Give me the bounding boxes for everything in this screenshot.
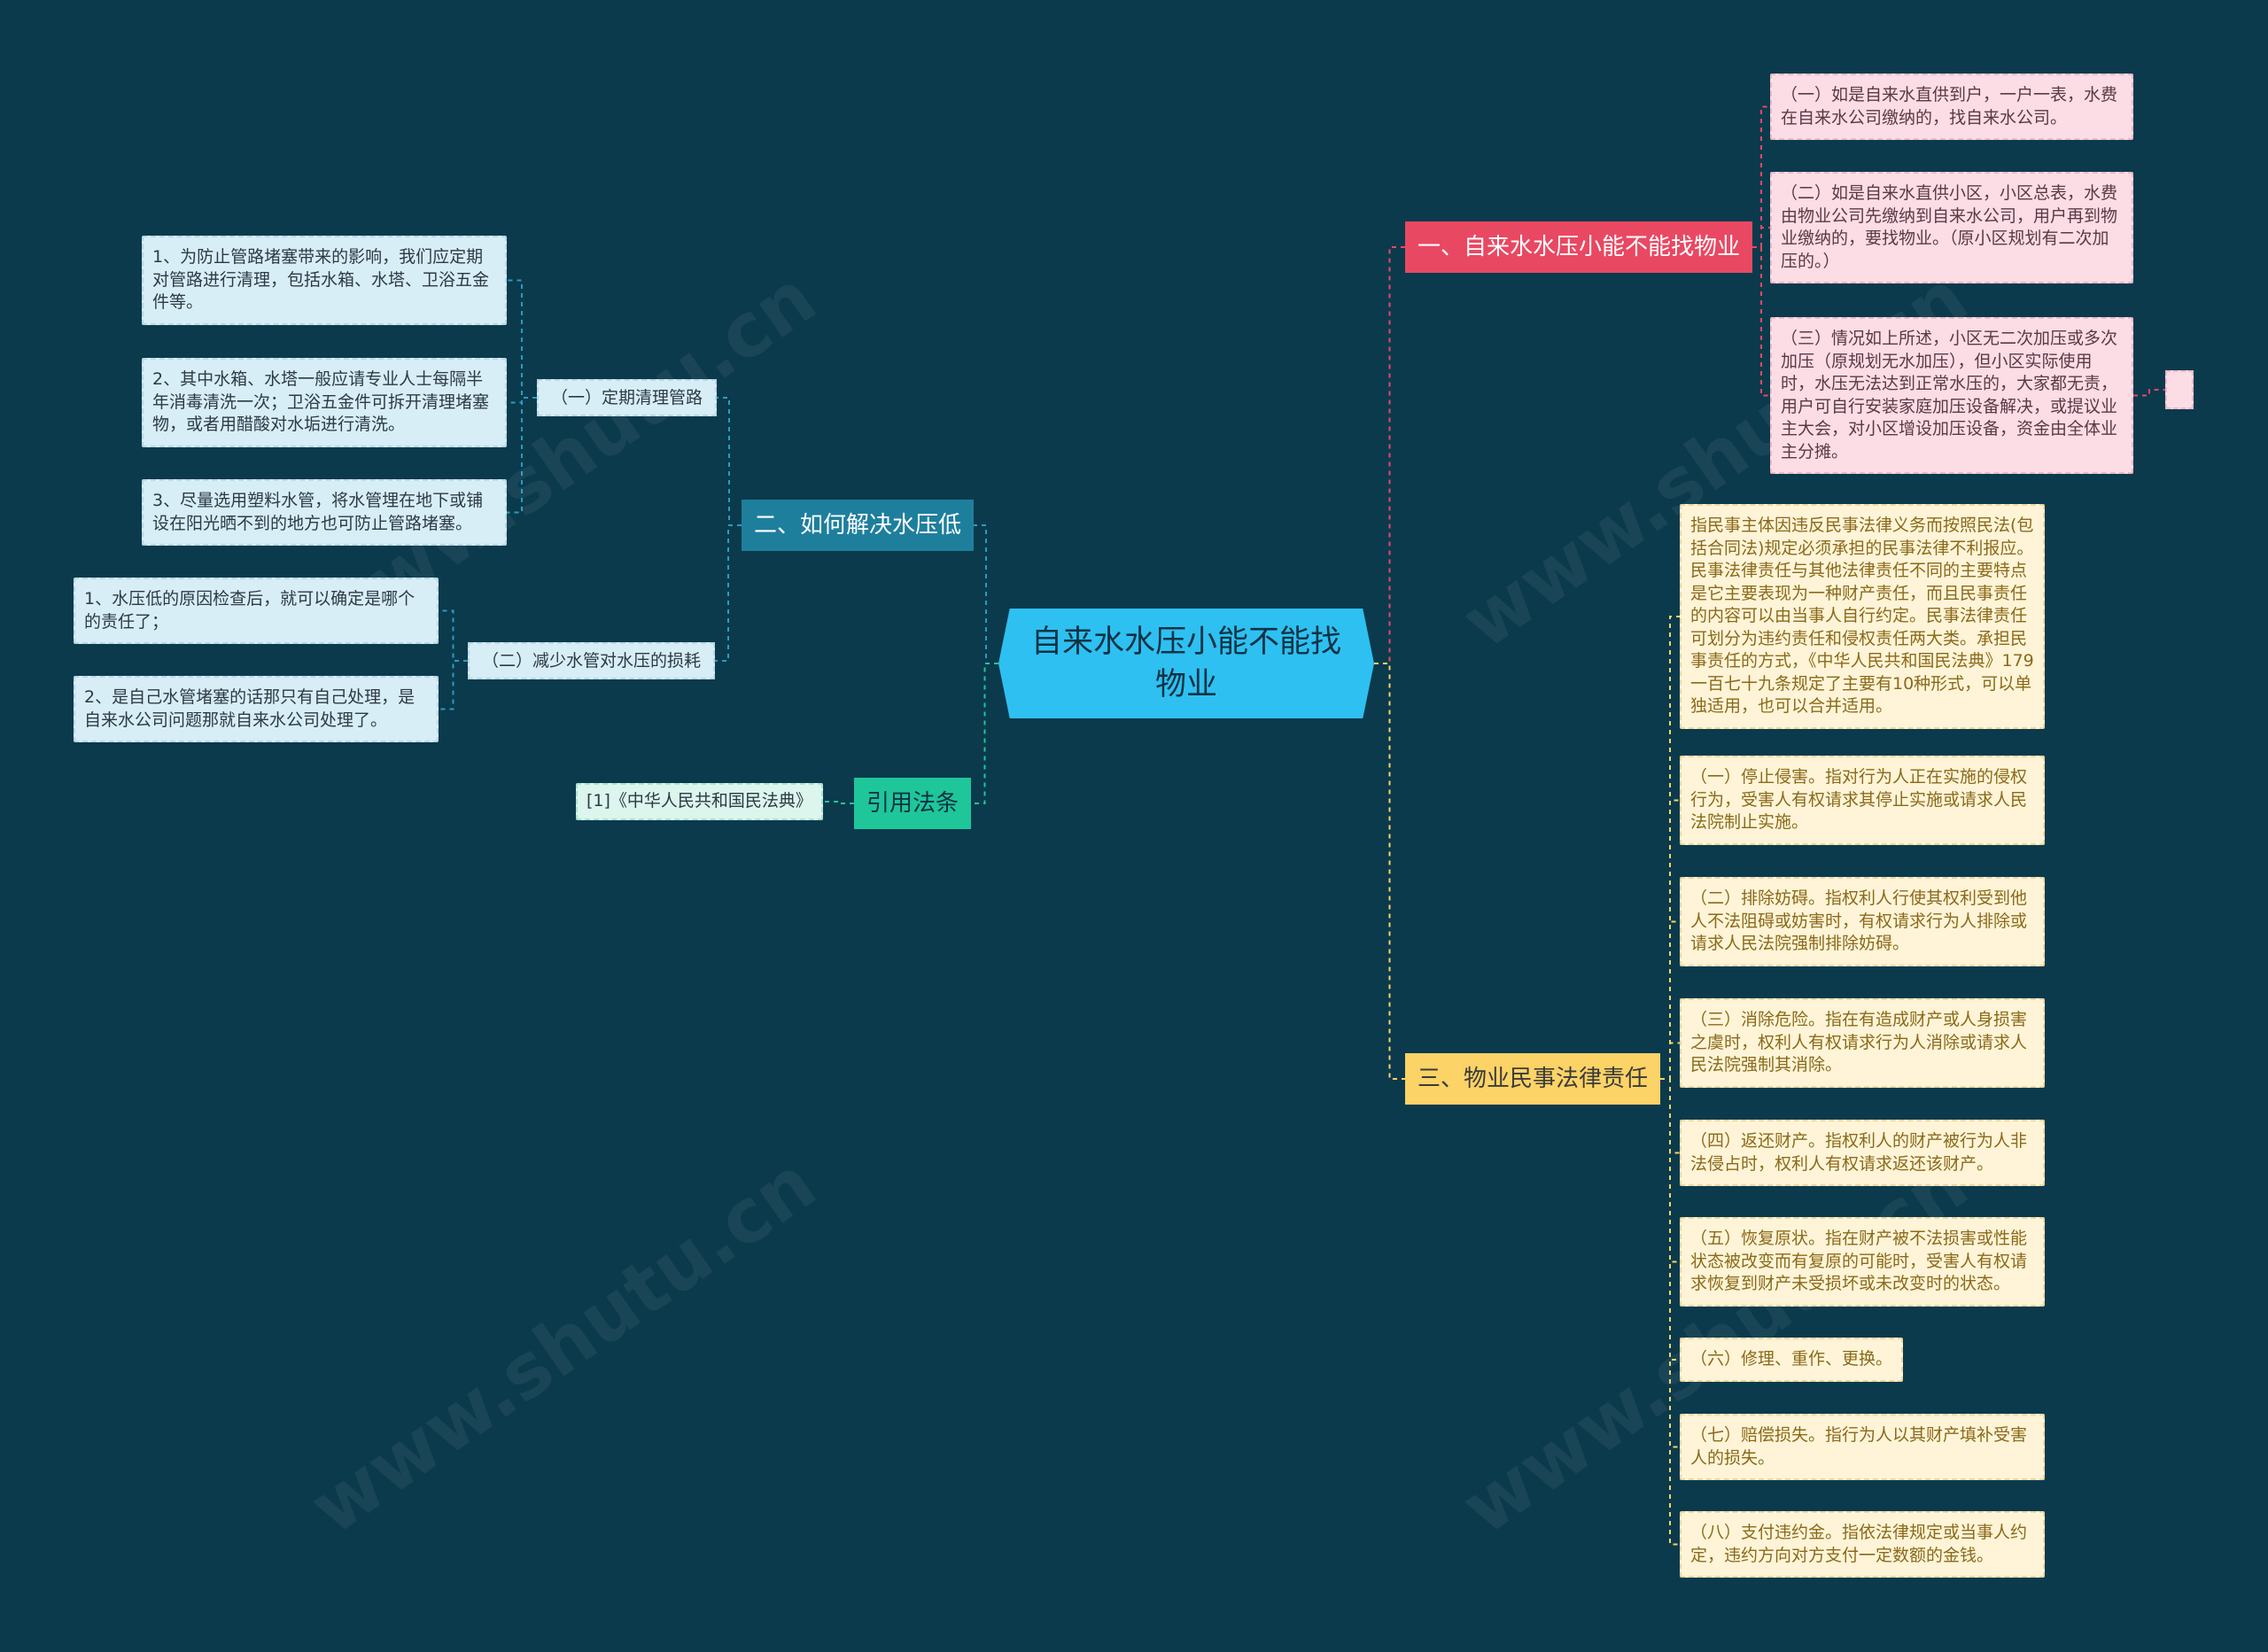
leaf-repair-replace[interactable]: （六）修理、重作、更换。 bbox=[1680, 1338, 1904, 1382]
connector bbox=[717, 397, 742, 526]
connector bbox=[1660, 1078, 1680, 1448]
leaf-text: （四）返还财产。指权利人的财产被行为人非法侵占时，权利人有权请求返还该财产。 bbox=[1690, 1131, 2028, 1174]
leaf-direct-supply[interactable]: （一）如是自来水直供到户，一户一表，水费在自来水公司缴纳的，找自来水公司。 bbox=[1770, 74, 2133, 140]
connector bbox=[1660, 799, 1680, 1080]
connector bbox=[1374, 663, 1405, 1080]
leaf-text: 2、是自己水管堵塞的话那只有自己处理，是自来水公司问题那就自来水公司处理了。 bbox=[84, 687, 416, 730]
leaf-text: （一）如是自来水直供到户，一户一表，水费在自来水公司缴纳的，找自来水公司。 bbox=[1781, 85, 2118, 128]
leaf-liability-definition[interactable]: 指民事主体因违反民事法律义务而按照民法(包括合同法)规定必须承担的民事法律不利报… bbox=[1680, 504, 2045, 729]
leaf-eliminate-danger[interactable]: （三）消除危险。指在有造成财产或人身损害之虞时，权利人有权请求行为人消除或请求人… bbox=[1680, 998, 2045, 1088]
connector bbox=[1660, 920, 1680, 1080]
connector bbox=[1752, 246, 1770, 397]
connector bbox=[507, 279, 537, 399]
branch-label: 二、如何解决水压低 bbox=[754, 512, 962, 539]
connector bbox=[1374, 246, 1405, 664]
leaf-text: （三）消除危险。指在有造成财产或人身损害之虞时，权利人有权请求行为人消除或请求人… bbox=[1690, 1010, 2028, 1074]
leaf-text: 指民事主体因违反民事法律义务而按照民法(包括合同法)规定必须承担的民事法律不利报… bbox=[1690, 516, 2034, 716]
connector bbox=[823, 801, 854, 804]
leaf-text: （七）赔偿损失。指行为人以其财产填补受害人的损失。 bbox=[1690, 1425, 2028, 1468]
sub-reduce-loss[interactable]: （二）减少水管对水压的损耗 bbox=[468, 642, 716, 679]
leaf-text: （八）支付违约金。指依法律规定或当事人约定，违约方向对方支付一定数额的金钱。 bbox=[1690, 1523, 2028, 1565]
branch-cited-law[interactable]: 引用法条 bbox=[854, 778, 972, 829]
leaf-text: 1、水压低的原因检查后，就可以确定是哪个的责任了； bbox=[84, 589, 416, 632]
leaf-civil-code[interactable]: [1]《中华人民共和国民法典》 bbox=[576, 783, 823, 820]
branch-label: 引用法条 bbox=[866, 790, 959, 817]
leaf-clean-pipes-1[interactable]: 1、为防止管路堵塞带来的影响，我们应定期对管路进行清理，包括水箱、水塔、卫浴五金… bbox=[142, 236, 507, 325]
leaf-text: 1、为防止管路堵塞带来的影响，我们应定期对管路进行清理，包括水箱、水塔、卫浴五金… bbox=[152, 247, 490, 312]
branch-solve-low-pressure[interactable]: 二、如何解决水压低 bbox=[742, 500, 975, 551]
leaf-text: （五）恢复原状。指在财产被不法损害或性能状态被改变而有复原的可能时，受害人有权请… bbox=[1690, 1229, 2028, 1293]
connector bbox=[1660, 1078, 1680, 1546]
leaf-stop-infringement[interactable]: （一）停止侵害。指对行为人正在实施的侵权行为，受害人有权请求其停止实施或请求人民… bbox=[1680, 756, 2045, 845]
connector bbox=[439, 609, 468, 662]
connector bbox=[1752, 227, 1770, 248]
branch-label: 一、自来水水压小能不能找物业 bbox=[1418, 234, 1741, 260]
connector bbox=[974, 524, 998, 664]
center-topic-label: 自来水水压小能不能找物业 bbox=[1030, 624, 1341, 702]
leaf-liquidated-damages[interactable]: （八）支付违约金。指依法律规定或当事人约定，违约方向对方支付一定数额的金钱。 bbox=[1680, 1511, 2045, 1578]
sub-label: （一）定期清理管路 bbox=[551, 388, 703, 407]
leaf-clean-pipes-3[interactable]: 3、尽量选用塑料水管，将水管埋在地下或铺设在阳光晒不到的地方也可防止管路堵塞。 bbox=[142, 479, 507, 546]
leaf-remove-obstruction[interactable]: （二）排除妨碍。指权利人行使其权利受到他人不法阻碍或妨害时，有权请求行为人排除或… bbox=[1680, 877, 2045, 966]
sub-clean-pipes[interactable]: （一）定期清理管路 bbox=[537, 379, 718, 416]
branch-label: 三、物业民事法律责任 bbox=[1418, 1066, 1649, 1092]
branch-civil-liability[interactable]: 三、物业民事法律责任 bbox=[1405, 1053, 1661, 1105]
leaf-text: （二）排除妨碍。指权利人行使其权利受到他人不法阻碍或妨害时，有权请求行为人排除或… bbox=[1690, 888, 2028, 953]
leaf-no-secondary-pressure[interactable]: （三）情况如上所述，小区无二次加压或多次加压（原规划无水加压），但小区实际使用时… bbox=[1770, 317, 2133, 474]
leaf-compensate-loss[interactable]: （七）赔偿损失。指行为人以其财产填补受害人的损失。 bbox=[1680, 1414, 2045, 1480]
connector bbox=[971, 663, 998, 804]
leaf-return-property[interactable]: （四）返还财产。指权利人的财产被行为人非法侵占时，权利人有权请求返还该财产。 bbox=[1680, 1120, 2045, 1186]
leaf-text: 3、尽量选用塑料水管，将水管埋在地下或铺设在阳光晒不到的地方也可防止管路堵塞。 bbox=[152, 491, 484, 533]
connector bbox=[507, 397, 537, 404]
leaf-reduce-loss-2[interactable]: 2、是自己水管堵塞的话那只有自己处理，是自来水公司问题那就自来水公司处理了。 bbox=[74, 676, 439, 742]
leaf-reduce-loss-1[interactable]: 1、水压低的原因检查后，就可以确定是哪个的责任了； bbox=[74, 578, 439, 644]
connector bbox=[715, 524, 742, 662]
connector bbox=[1660, 1042, 1680, 1080]
leaf-clean-pipes-2[interactable]: 2、其中水箱、水塔一般应请专业人士每隔半年消毒清洗一次；卫浴五金件可拆开清理堵塞… bbox=[142, 358, 507, 447]
connector bbox=[507, 397, 537, 514]
connector bbox=[2133, 389, 2165, 397]
leaf-text: （一）停止侵害。指对行为人正在实施的侵权行为，受害人有权请求其停止实施或请求人民… bbox=[1690, 767, 2028, 832]
leaf-text: （三）情况如上所述，小区无二次加压或多次加压（原规划无水加压），但小区实际使用时… bbox=[1781, 329, 2118, 461]
empty-note-node[interactable] bbox=[2165, 370, 2194, 409]
leaf-text: [1]《中华人民共和国民法典》 bbox=[586, 791, 812, 810]
connector bbox=[1660, 1078, 1680, 1361]
leaf-text: 2、其中水箱、水塔一般应请专业人士每隔半年消毒清洗一次；卫浴五金件可拆开清理堵塞… bbox=[152, 369, 490, 434]
connector bbox=[1752, 105, 1770, 248]
leaf-text: （二）如是自来水直供小区，小区总表，水费由物业公司先缴纳到自来水公司，用户再到物… bbox=[1781, 183, 2118, 271]
leaf-community-supply[interactable]: （二）如是自来水直供小区，小区总表，水费由物业公司先缴纳到自来水公司，用户再到物… bbox=[1770, 172, 2133, 283]
leaf-restore-original[interactable]: （五）恢复原状。指在财产被不法损害或性能状态被改变而有复原的可能时，受害人有权请… bbox=[1680, 1217, 2045, 1307]
branch-water-pressure-property[interactable]: 一、自来水水压小能不能找物业 bbox=[1405, 221, 1753, 273]
sub-label: （二）减少水管对水压的损耗 bbox=[482, 651, 702, 671]
leaf-text: （六）修理、重作、更换。 bbox=[1690, 1349, 1893, 1369]
connector bbox=[439, 660, 468, 710]
center-topic[interactable]: 自来水水压小能不能找物业 bbox=[998, 609, 1374, 718]
